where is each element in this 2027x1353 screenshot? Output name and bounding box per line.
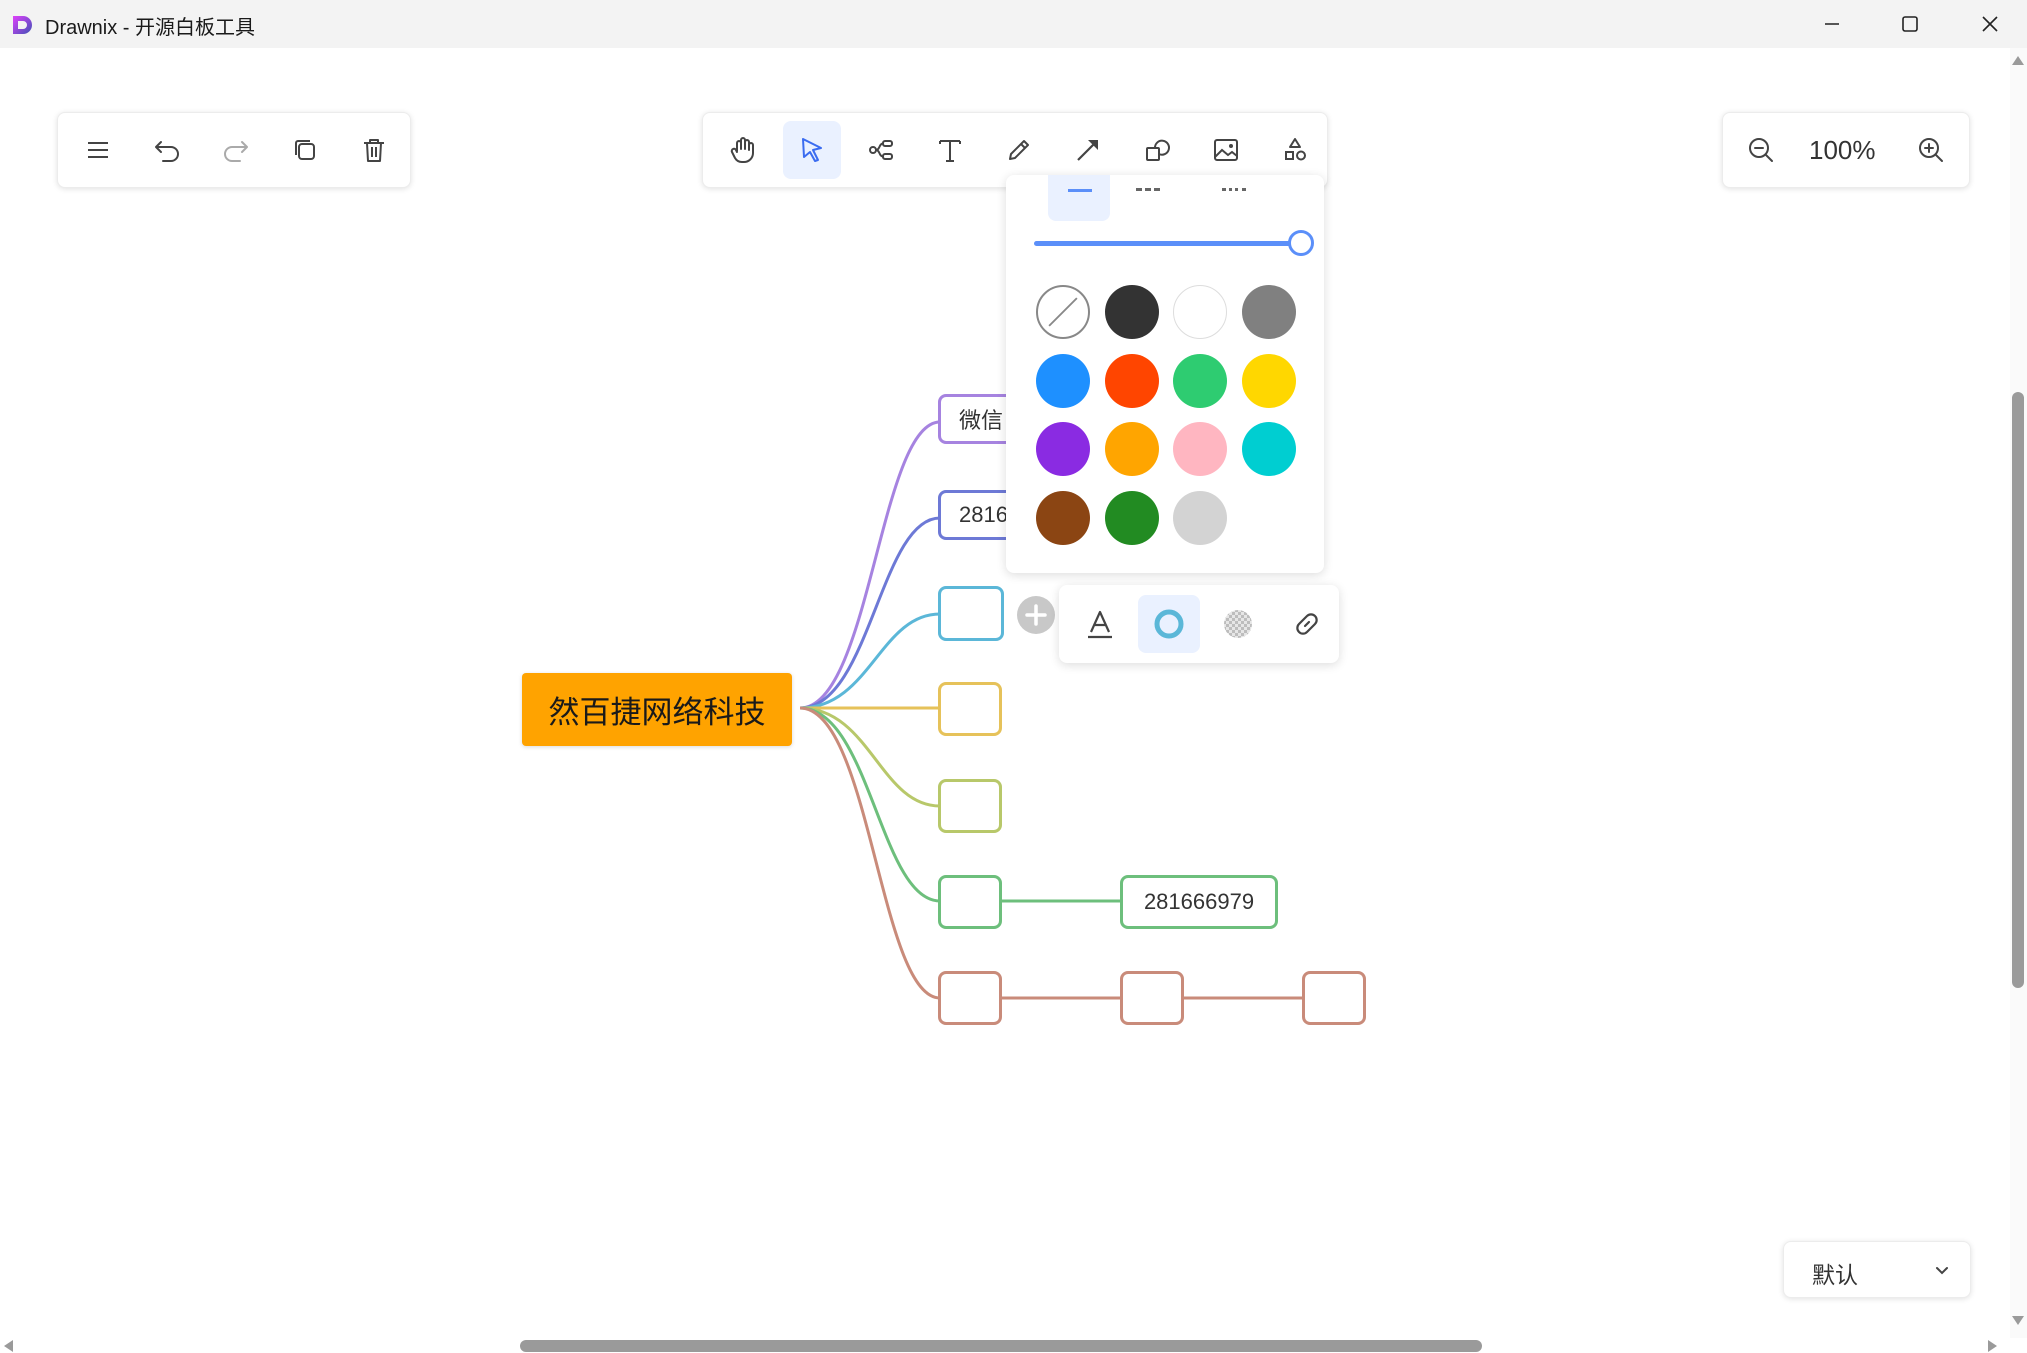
minimize-icon <box>1825 23 1839 25</box>
delete-button[interactable] <box>345 121 403 179</box>
maximize-icon <box>1902 16 1918 32</box>
pencil-tool-button[interactable] <box>990 121 1048 179</box>
left-toolbar <box>57 112 411 188</box>
stroke-style-solid[interactable] <box>1048 175 1110 221</box>
redo-icon <box>224 141 248 162</box>
color-swatch[interactable] <box>1104 490 1159 545</box>
redo-button[interactable] <box>207 121 265 179</box>
mindmap-branch-node[interactable] <box>938 779 1002 833</box>
link-icon <box>1296 613 1318 635</box>
shape-tool-button[interactable] <box>1128 121 1186 179</box>
theme-select[interactable]: 默认 <box>1783 1241 1971 1298</box>
scroll-down-icon[interactable] <box>2012 1316 2024 1325</box>
font-color-icon <box>1088 610 1112 639</box>
mindmap-root-node[interactable]: 然百捷网络科技 <box>522 673 792 746</box>
pointer-icon <box>802 138 822 162</box>
text-tool-button[interactable] <box>921 121 979 179</box>
zoom-level[interactable]: 100% <box>1809 135 1876 165</box>
color-swatch[interactable] <box>1241 285 1296 339</box>
color-swatch[interactable] <box>1173 490 1227 545</box>
app-logo-icon <box>13 16 32 34</box>
mindmap-branch-node[interactable]: 2816 <box>938 490 1018 540</box>
whiteboard-canvas[interactable] <box>0 48 2010 1338</box>
fill-color-button[interactable] <box>1207 595 1269 653</box>
font-color-button[interactable] <box>1069 595 1131 653</box>
stroke-width-slider-handle[interactable] <box>1288 230 1314 256</box>
zoom-in-button[interactable] <box>1902 121 1960 179</box>
scroll-right-icon[interactable] <box>1988 1340 1997 1352</box>
stroke-color-picker <box>1006 175 1324 573</box>
text-icon <box>939 140 961 162</box>
zoom-panel: 100% <box>1722 112 1970 188</box>
color-swatch[interactable] <box>1241 422 1296 476</box>
mindmap-tool-button[interactable] <box>852 121 910 179</box>
link-button[interactable] <box>1276 595 1338 653</box>
maximize-button[interactable] <box>1870 0 1950 48</box>
plus-icon <box>1025 604 1047 626</box>
color-swatch[interactable] <box>1036 353 1090 408</box>
color-swatch[interactable] <box>1104 353 1159 408</box>
horizontal-scrollbar-thumb[interactable] <box>520 1340 1482 1352</box>
color-swatch[interactable] <box>1104 285 1159 339</box>
mindmap-connectors <box>799 420 1304 1000</box>
scroll-left-icon[interactable] <box>4 1340 13 1352</box>
stroke-color-icon <box>1154 609 1184 639</box>
delete-icon <box>364 139 384 162</box>
more-shapes-button[interactable] <box>1266 121 1324 179</box>
title-bar: Drawnix - 开源白板工具 <box>0 0 2027 48</box>
mindmap-icon <box>869 140 893 160</box>
color-swatch[interactable] <box>1036 490 1090 545</box>
duplicate-icon <box>295 140 315 160</box>
theme-select-value: 默认 <box>1812 1262 1858 1288</box>
mindmap-sub-node[interactable] <box>1120 971 1184 1025</box>
node-property-toolbar <box>1059 585 1339 663</box>
window-title: Drawnix - 开源白板工具 <box>45 17 256 39</box>
zoom-out-button[interactable] <box>1732 121 1790 179</box>
stroke-style-dotted[interactable] <box>1222 188 1246 191</box>
color-swatch[interactable] <box>1173 353 1227 408</box>
stroke-width-slider[interactable] <box>1034 241 1304 246</box>
duplicate-button[interactable] <box>276 121 334 179</box>
stroke-style-dashed[interactable] <box>1136 188 1160 191</box>
close-icon <box>1982 16 1998 32</box>
mindmap-sub-node[interactable] <box>1302 971 1366 1025</box>
mindmap-sub-node[interactable]: 281666979 <box>1120 875 1278 929</box>
color-swatch[interactable] <box>1173 422 1227 476</box>
vertical-scrollbar-thumb[interactable] <box>2012 392 2024 988</box>
color-swatch[interactable] <box>1104 422 1159 476</box>
select-tool-button[interactable] <box>783 121 841 179</box>
color-swatch[interactable] <box>1173 285 1227 339</box>
undo-button[interactable] <box>138 121 196 179</box>
mindmap-branch-node[interactable] <box>938 971 1002 1025</box>
arrow-icon <box>1077 140 1098 161</box>
image-tool-button[interactable] <box>1197 121 1255 179</box>
add-node-button[interactable] <box>1017 596 1055 634</box>
stroke-color-button[interactable] <box>1138 595 1200 653</box>
image-icon <box>1214 139 1238 161</box>
color-swatch[interactable] <box>1036 422 1090 476</box>
mindmap-branch-node-selected[interactable] <box>938 586 1004 641</box>
menu-button[interactable] <box>69 121 127 179</box>
scroll-up-icon[interactable] <box>2012 56 2024 65</box>
menu-icon <box>88 142 108 158</box>
pencil-icon <box>1009 140 1029 160</box>
arrow-tool-button[interactable] <box>1059 121 1117 179</box>
color-swatch-none[interactable] <box>1036 285 1090 339</box>
fill-color-icon <box>1224 610 1252 638</box>
hand-tool-button[interactable] <box>714 121 772 179</box>
close-button[interactable] <box>1950 0 2027 48</box>
shape-icon <box>1146 139 1170 161</box>
hand-icon <box>730 137 754 164</box>
zoom-out-icon <box>1749 138 1773 162</box>
mindmap-branch-node[interactable] <box>938 875 1002 929</box>
mindmap-branch-node[interactable] <box>938 682 1002 736</box>
more-shapes-icon <box>1285 138 1306 161</box>
color-swatch[interactable] <box>1241 353 1296 408</box>
zoom-in-icon <box>1919 138 1943 162</box>
chevron-down-icon <box>1936 1267 1948 1275</box>
undo-icon <box>155 141 179 162</box>
minimize-button[interactable] <box>1792 0 1872 48</box>
